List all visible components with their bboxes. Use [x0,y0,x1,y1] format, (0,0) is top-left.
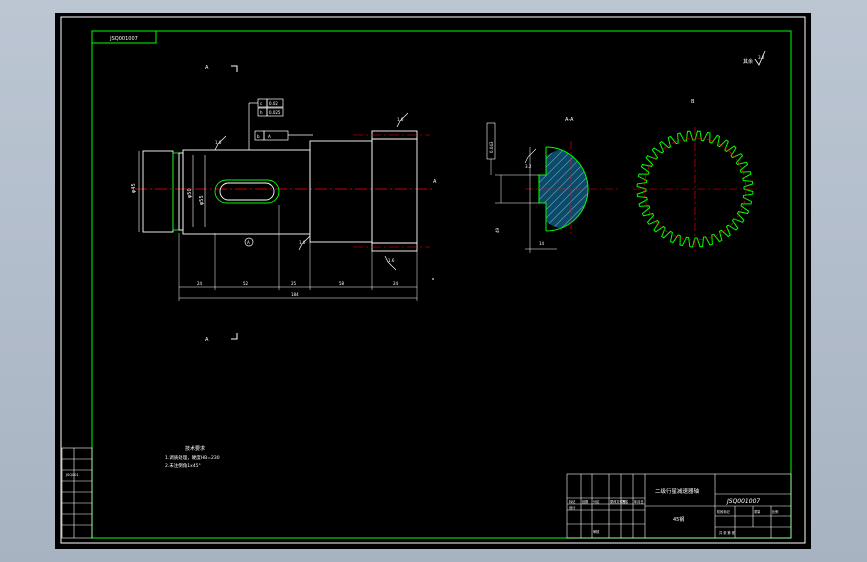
section-a-a [486,122,620,253]
rough-mark-1: 1.6 [215,140,222,145]
len-2: 52 [243,281,249,286]
section-mark-top [231,65,238,72]
cad-drawing: JSQ001007 其余 3.2 A A A-A B φ45 φ5 [60,16,806,544]
notes-line-1: 1.调质处理，硬度HB=230 [165,454,220,461]
cut-arrow-label: A [433,179,437,185]
drawing-number: JSQ001007 [726,498,760,505]
gtol-b-symbol: b [257,134,260,139]
drawing-sheet: JSQ001007 其余 3.2 A A A-A B φ45 φ5 [55,13,811,549]
datum-a-icon [244,237,254,247]
gtol-h-value: 0.025 [269,110,281,115]
corner-code: JSQ001007 [109,36,138,42]
shaft-view [135,130,435,252]
side-block [61,447,93,539]
tb-label-sign: 签名 [622,499,628,504]
tb-scale: 比例 [772,509,778,514]
len-total: 184 [291,292,299,297]
len-1: 24 [197,281,203,286]
material: 45钢 [673,516,684,523]
view-label-section: A-A [565,117,574,123]
roughness-marks [214,112,409,271]
key-tol: 0.043 [489,141,494,153]
tb-label-design: 设计 [569,505,576,510]
tb-weight: 重量 [754,509,761,514]
dim-d-mid: φ50 [187,188,193,198]
diameter-dims [138,151,206,232]
roughness-value: 3.2 [758,55,765,60]
view-label-gear: B [691,99,695,105]
inner-frame [91,30,792,539]
len-4: 58 [339,281,345,286]
tb-label-review: 审核 [593,529,600,534]
len-3: 25 [291,281,297,286]
len-5: 24 [393,281,399,286]
gtol-h-symbol: h [260,110,263,115]
notes-title: 技术要求 [185,445,205,452]
section-label-bottom: A [205,337,209,343]
gtol-c-value: 0.02 [269,101,278,106]
section-label-top: A [205,65,209,71]
dim-d-key: φ55 [199,195,205,205]
gtol-b-value: A [268,134,271,139]
rough-mark-2: 1.6 [299,240,306,245]
outer-frame [60,16,806,544]
key-width: 14 [539,241,545,246]
tb-label-count: 处数 [582,499,589,504]
datum-a: A [247,240,250,245]
key-rough: 3.2 [525,164,532,169]
gear-view [633,127,757,251]
section-mark-bottom [231,333,238,340]
gtol-c-symbol: c [260,101,262,106]
length-dims [178,205,418,301]
tb-stage: 阶段标记 [717,509,731,514]
tb-label-mark: 标记 [569,499,576,504]
key-depth: 49 [495,227,500,233]
tb-sheet: 共 张 第 张 [719,530,736,535]
rough-mark-4: 1.6 [388,258,395,263]
gtol-frames [248,98,313,150]
roughness-symbol-icon [754,50,766,66]
tb-label-date: 年月日 [634,499,644,504]
corner-code-box [91,30,157,44]
side-code: JSQ001 [65,473,79,477]
rough-mark-3: 1.6 [397,117,404,122]
notes-line-2: 2.未注倒角1x45° [165,462,201,469]
title-block [566,473,792,539]
tb-label-file: 更改文件号 [610,499,626,504]
roughness-note: 其余 [743,58,753,65]
drawing-name: 二级行星减速器轴 [655,487,700,495]
dim-d-left: φ45 [131,183,137,193]
tb-label-zone: 分区 [593,499,600,504]
